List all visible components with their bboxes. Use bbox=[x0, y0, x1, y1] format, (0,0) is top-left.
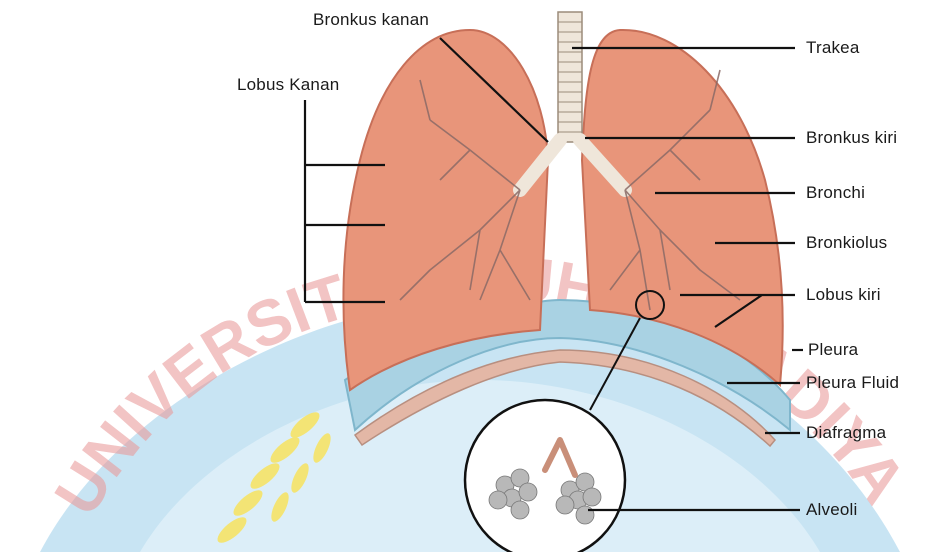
label-trakea: Trakea bbox=[806, 38, 859, 58]
label-pleura: Pleura bbox=[808, 340, 858, 360]
label-bronkiolus: Bronkiolus bbox=[806, 233, 887, 253]
label-bronchi: Bronchi bbox=[806, 183, 865, 203]
label-lobus-kiri: Lobus kiri bbox=[806, 285, 881, 305]
label-lobus-kanan: Lobus Kanan bbox=[237, 75, 339, 95]
label-diafragma: Diafragma bbox=[806, 423, 886, 443]
label-bronkus-kanan: Bronkus kanan bbox=[313, 10, 429, 30]
label-pleura-fluid: Pleura Fluid bbox=[806, 373, 899, 393]
label-bronkus-kiri: Bronkus kiri bbox=[806, 128, 897, 148]
zoom-circle-large bbox=[465, 400, 625, 552]
label-alveoli: Alveoli bbox=[806, 500, 857, 520]
